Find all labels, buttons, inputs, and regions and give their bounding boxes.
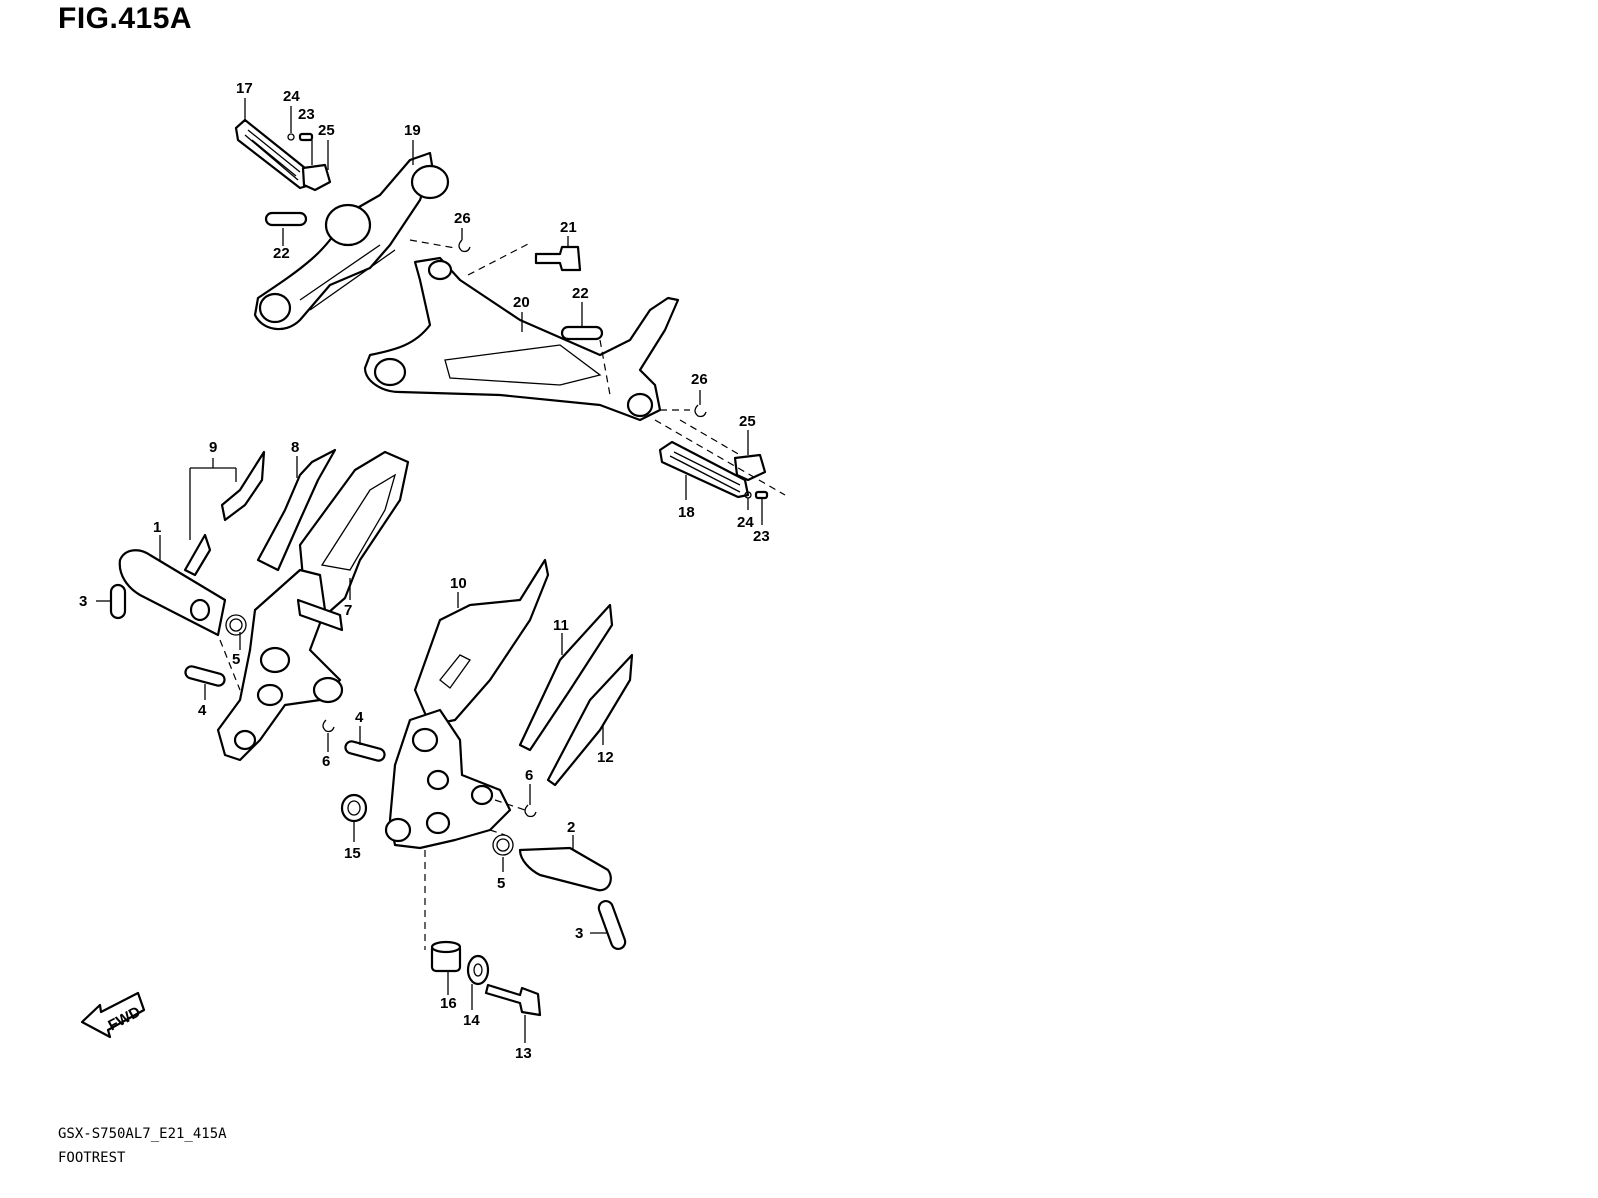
callout-14: 14: [463, 1012, 480, 1029]
callout-12: 12: [597, 749, 614, 766]
callout-24b: 24: [737, 514, 754, 531]
forward-direction-arrow: FWD: [80, 991, 146, 1039]
figure-caption: FOOTREST: [58, 1150, 126, 1166]
callout-21: 21: [560, 219, 577, 236]
callout-23b: 23: [753, 528, 770, 545]
callout-4b: 4: [355, 709, 364, 726]
callout-9: 9: [209, 439, 217, 456]
callout-10: 10: [450, 575, 467, 592]
callout-3: 3: [79, 593, 87, 610]
heel-guard-plates-right: [413, 558, 634, 787]
callout-19: 19: [404, 122, 421, 139]
front-footrest-bracket-right: [384, 708, 512, 850]
figure-title: FIG.415A: [58, 2, 193, 35]
callout-17: 17: [236, 80, 253, 97]
footpeg-1: [118, 549, 227, 637]
callout-13: 13: [515, 1045, 532, 1062]
callout-22b: 22: [572, 285, 589, 302]
footpeg-18: [658, 440, 767, 499]
callout-23: 23: [298, 106, 315, 123]
callout-20: 20: [513, 294, 530, 311]
callout-22: 22: [273, 245, 290, 262]
callout-8: 8: [291, 439, 299, 456]
callout-25b: 25: [739, 413, 756, 430]
heel-guard-plates: [183, 448, 410, 622]
callout-6: 6: [322, 753, 330, 770]
footpeg-2: [518, 846, 612, 892]
callout-2: 2: [567, 819, 575, 836]
callout-6b: 6: [525, 767, 533, 784]
callout-11: 11: [553, 617, 569, 634]
callout-16: 16: [440, 995, 457, 1012]
callout-26: 26: [454, 210, 471, 227]
callout-15: 15: [344, 845, 361, 862]
callout-26b: 26: [691, 371, 708, 388]
callout-18: 18: [678, 504, 695, 521]
rear-footrest-bracket-right: [363, 256, 680, 422]
figure-code: GSX-S750AL7_E21_415A: [58, 1126, 227, 1142]
callout-1: 1: [153, 519, 161, 536]
callout-5: 5: [232, 651, 240, 668]
callout-4: 4: [198, 702, 207, 719]
callout-5b: 5: [497, 875, 505, 892]
callout-24: 24: [283, 88, 300, 105]
callout-25: 25: [318, 122, 335, 139]
front-footrest-bracket-left: [216, 568, 344, 762]
rear-footrest-bracket-left: [253, 151, 450, 331]
footpeg-17: [234, 118, 332, 192]
callout-7: 7: [344, 602, 352, 619]
callout-3b: 3: [575, 925, 583, 942]
